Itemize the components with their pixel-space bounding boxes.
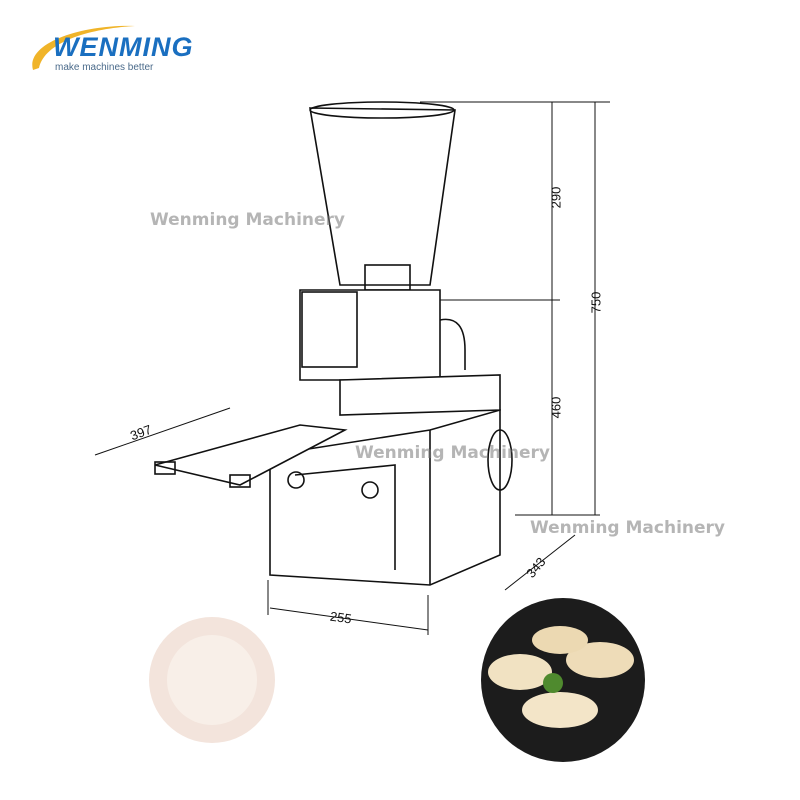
watermark: Wenming Machinery: [355, 443, 551, 463]
wenming-logo: WENMING make machines better: [25, 22, 205, 78]
logo-tagline: make machines better: [55, 62, 154, 73]
logo-wordmark: WENMING: [53, 32, 194, 62]
logo-swoosh-icon: [32, 25, 136, 70]
dumpling-plate-image: [481, 598, 645, 762]
watermark: Wenming Machinery: [150, 210, 346, 230]
watermark: Wenming Machinery: [530, 518, 726, 538]
